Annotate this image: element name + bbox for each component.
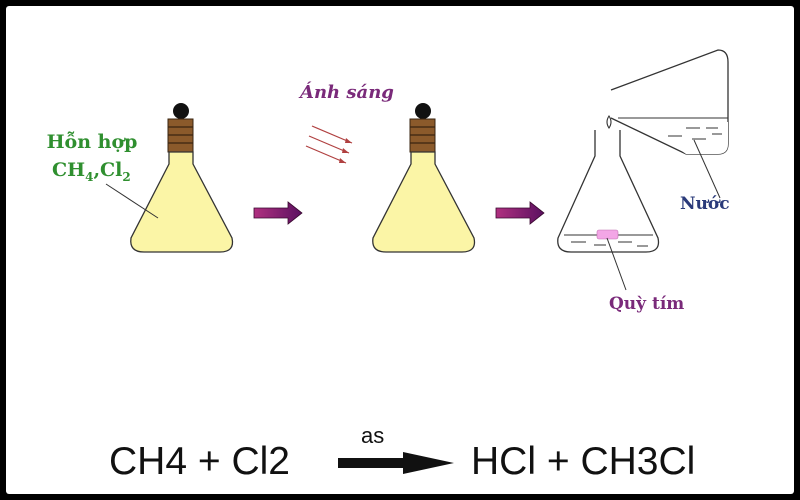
flask-2-body xyxy=(372,151,476,253)
water-label: Nước xyxy=(680,194,730,214)
flask-2 xyxy=(372,103,476,253)
arrow-2 xyxy=(495,201,545,225)
open-flask-body xyxy=(557,130,660,253)
litmus-paper xyxy=(596,229,619,240)
litmus-pointer xyxy=(606,237,627,291)
water-container xyxy=(610,49,729,155)
flask-1-stopper-knob xyxy=(173,103,189,119)
equation-condition: as xyxy=(361,423,384,448)
flask-2-stopper-knob xyxy=(415,103,431,119)
mixture-formula: CH4,Cl2 xyxy=(52,159,131,184)
light-label: Ánh sáng xyxy=(298,80,394,103)
equation-reactants: CH4 + Cl2 xyxy=(109,440,290,483)
water-pointer xyxy=(693,139,721,199)
flask-1-body xyxy=(130,151,234,253)
light-rays xyxy=(305,125,353,164)
mixture-label: Hỗn hợp xyxy=(47,131,138,153)
litmus-label: Quỳ tím xyxy=(609,294,684,314)
equation-arrow xyxy=(338,452,454,474)
arrow-1 xyxy=(253,201,303,225)
diagram-canvas: Hỗn hợp CH4,Cl2 Ánh sáng xyxy=(47,49,730,483)
equation-products: HCl + CH3Cl xyxy=(471,440,695,483)
flask-1 xyxy=(105,103,234,253)
diagram-frame: Hỗn hợp CH4,Cl2 Ánh sáng xyxy=(6,6,794,494)
open-flask xyxy=(557,130,660,253)
mixture-pointer xyxy=(105,183,159,219)
